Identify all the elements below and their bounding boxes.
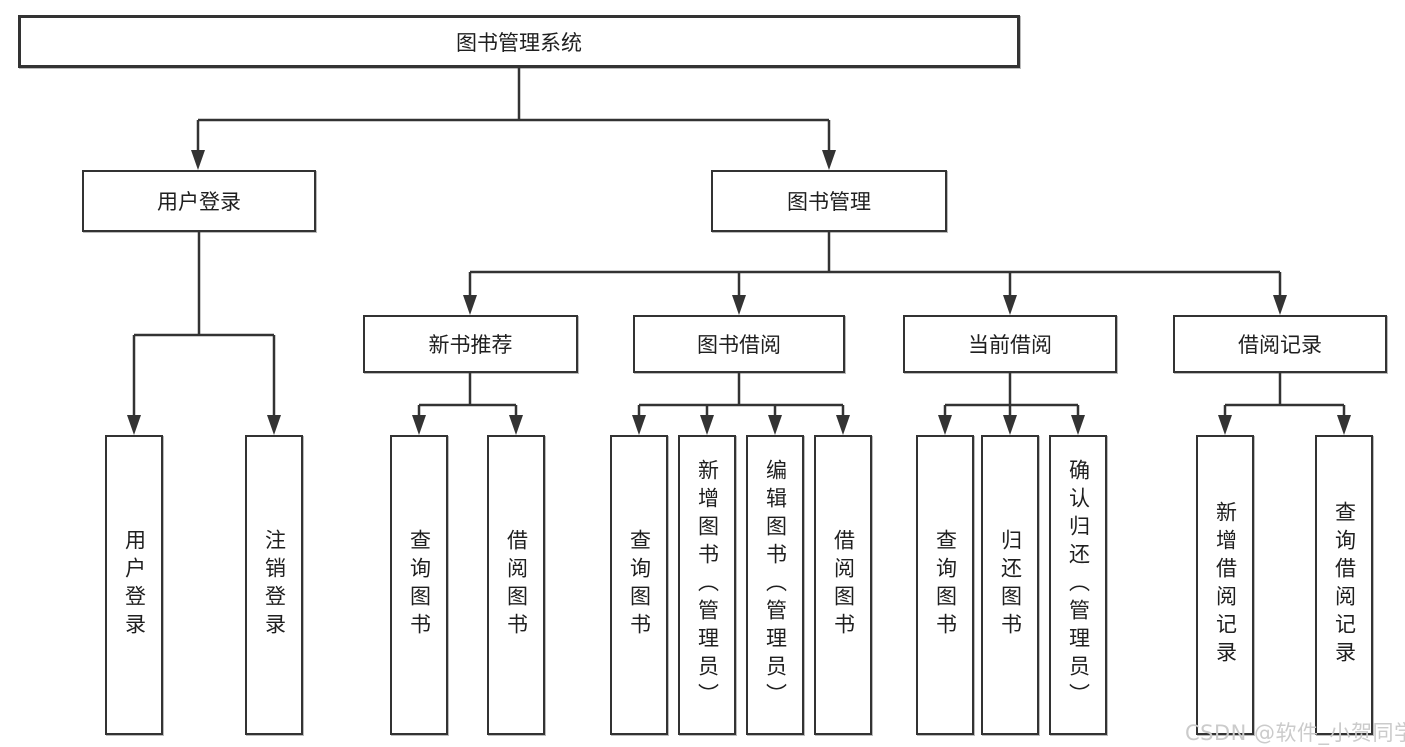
arrow-down-icon bbox=[1337, 415, 1351, 435]
arrow-down-icon bbox=[509, 415, 523, 435]
leaf-borrow-books: 借阅图书 bbox=[814, 435, 872, 735]
connector-book-management-children bbox=[468, 232, 1282, 298]
node-new-book-recommend: 新书推荐 bbox=[363, 315, 578, 373]
node-label: 确认归还（管理员） bbox=[1066, 459, 1091, 711]
arrow-down-icon bbox=[732, 295, 746, 315]
leaf-borrow-books: 借阅图书 bbox=[487, 435, 545, 735]
arrow-down-icon bbox=[267, 415, 281, 435]
leaf-logout: 注销登录 bbox=[245, 435, 303, 735]
connector-book-borrow-children bbox=[637, 373, 845, 418]
arrow-down-icon bbox=[938, 415, 952, 435]
node-borrow-records: 借阅记录 bbox=[1173, 315, 1387, 373]
node-label: 图书管理 bbox=[787, 190, 871, 214]
leaf-add-borrow-record: 新增借阅记录 bbox=[1196, 435, 1254, 735]
node-label: 查询图书 bbox=[407, 529, 432, 641]
node-library-management-system: 图书管理系统 bbox=[18, 15, 1020, 68]
arrow-down-icon bbox=[1071, 415, 1085, 435]
leaf-query-books: 查询图书 bbox=[610, 435, 668, 735]
arrow-down-icon bbox=[191, 150, 205, 170]
node-label: 借阅记录 bbox=[1238, 333, 1322, 357]
node-current-borrow: 当前借阅 bbox=[903, 315, 1117, 373]
leaf-query-books: 查询图书 bbox=[916, 435, 974, 735]
arrow-down-icon bbox=[836, 415, 850, 435]
arrow-down-icon bbox=[822, 150, 836, 170]
leaf-edit-books-admin: 编辑图书（管理员） bbox=[746, 435, 804, 735]
arrow-down-icon bbox=[1003, 295, 1017, 315]
connector-new-book-children bbox=[417, 373, 518, 418]
node-label: 借阅图书 bbox=[504, 529, 529, 641]
node-label: 编辑图书（管理员） bbox=[763, 459, 788, 711]
connector-current-borrow-children bbox=[943, 373, 1080, 418]
arrow-down-icon bbox=[412, 415, 426, 435]
connector-user-login-children bbox=[132, 232, 276, 418]
node-label: 查询图书 bbox=[933, 529, 958, 641]
arrow-down-icon bbox=[127, 415, 141, 435]
node-label: 图书管理系统 bbox=[456, 30, 582, 55]
node-label: 新增图书（管理员） bbox=[695, 459, 720, 711]
node-label: 用户登录 bbox=[122, 529, 147, 641]
node-label: 注销登录 bbox=[262, 529, 287, 641]
node-label: 查询图书 bbox=[627, 529, 652, 641]
leaf-user-login: 用户登录 bbox=[105, 435, 163, 735]
connector-borrow-records-children bbox=[1223, 373, 1346, 418]
arrow-down-icon bbox=[1003, 415, 1017, 435]
arrow-down-icon bbox=[463, 295, 477, 315]
leaf-add-books-admin: 新增图书（管理员） bbox=[678, 435, 736, 735]
arrow-down-icon bbox=[700, 415, 714, 435]
node-label: 用户登录 bbox=[157, 190, 241, 214]
node-book-borrow: 图书借阅 bbox=[633, 315, 845, 373]
arrow-down-icon bbox=[1273, 295, 1287, 315]
node-label: 归还图书 bbox=[998, 529, 1023, 641]
connector-root-to-level1 bbox=[196, 68, 831, 153]
node-book-management: 图书管理 bbox=[711, 170, 947, 232]
leaf-return-books: 归还图书 bbox=[981, 435, 1039, 735]
node-label: 查询借阅记录 bbox=[1332, 501, 1357, 669]
node-label: 图书借阅 bbox=[697, 333, 781, 357]
arrow-down-icon bbox=[632, 415, 646, 435]
csdn-watermark: CSDN @软件_小贺同学 bbox=[1185, 721, 1405, 745]
node-user-login: 用户登录 bbox=[82, 170, 316, 232]
leaf-confirm-return-admin: 确认归还（管理员） bbox=[1049, 435, 1107, 735]
arrow-down-icon bbox=[768, 415, 782, 435]
leaf-query-books: 查询图书 bbox=[390, 435, 448, 735]
node-label: 新增借阅记录 bbox=[1213, 501, 1238, 669]
leaf-query-borrow-record: 查询借阅记录 bbox=[1315, 435, 1373, 735]
arrow-down-icon bbox=[1218, 415, 1232, 435]
node-label: 借阅图书 bbox=[831, 529, 856, 641]
node-label: 新书推荐 bbox=[428, 333, 513, 357]
node-label: 当前借阅 bbox=[968, 333, 1052, 357]
